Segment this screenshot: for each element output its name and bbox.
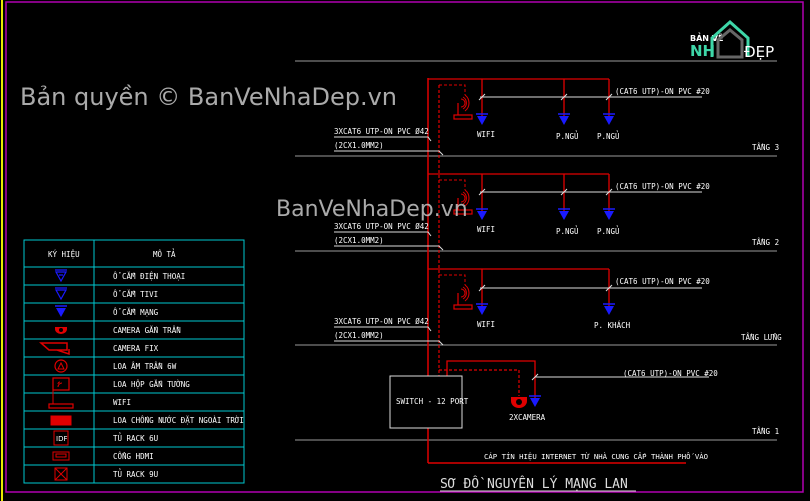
legend-row-label: Ổ CẮM TIVI: [113, 290, 158, 299]
idf-icon: IDF: [53, 430, 69, 446]
legend-header-symbol: KÝ HIỆU: [48, 250, 80, 259]
legend-row-label: TỦ RACK 6U: [113, 434, 158, 443]
cable-label: (CAT6 UTP)-ON PVC #20: [615, 182, 710, 191]
cable-label: (CAT6 UTP)-ON PVC #20: [615, 277, 710, 286]
camera-label: 2XCAMERA: [509, 413, 546, 422]
network-outlet-icon: [55, 305, 67, 317]
floor-tang-lung: WIFI P. KHÁCH (CAT6 UTP)-ON PVC #20 3XCA…: [334, 268, 782, 346]
riser-label: 3XCAT6 UTP-ON PVC Ø42: [334, 127, 429, 136]
wifi-router-icon: [48, 388, 74, 409]
phone-outlet-icon: [54, 269, 68, 283]
legend-row-label: TỦ RACK 9U: [113, 470, 158, 479]
outlet-label: P.NGỦ: [556, 132, 579, 141]
power-label: (2CX1.0MM2): [334, 331, 384, 340]
outlet-label: P.NGỦ: [597, 132, 620, 141]
legend-row-label: CAMERA FIX: [113, 344, 159, 353]
legend-row-label: LOA CHỐNG NƯỚC ĐẶT NGOÀI TRỜI: [113, 416, 244, 425]
power-label: (2CX1.0MM2): [334, 236, 384, 245]
power-label: (2CX1.0MM2): [334, 141, 384, 150]
page-title: SƠ ĐỒ NGUYÊN LÝ MẠNG LAN: [440, 476, 628, 492]
legend-header-desc: MÔ TẢ: [153, 250, 176, 259]
wifi-router-icon: [453, 284, 473, 310]
riser-label: 3XCAT6 UTP-ON PVC Ø42: [334, 317, 429, 326]
fixed-camera-icon: [39, 342, 70, 356]
floor-tang-1: SWITCH - 12 PORT 2XCAMERA (CAT6 UTP)-ON …: [389, 360, 779, 461]
floor-name: TẦNG 2: [752, 238, 779, 247]
internet-label: CÁP TÍN HIỆU INTERNET TỪ NHÀ CUNG CẤP TH…: [484, 452, 708, 461]
switch-box: [389, 375, 463, 429]
hdmi-port-icon: [52, 451, 70, 461]
floor-tang-2: WIFI P.NGỦ P.NGỦ (CAT6 UTP)-ON PVC #20 3…: [334, 173, 779, 251]
riser-label: 3XCAT6 UTP-ON PVC Ø42: [334, 222, 429, 231]
legend-table: Ổ CẮM ĐIỆN THOẠI Ổ CẮM TIVI Ổ CẮM MẠNG CAME…: [23, 239, 245, 484]
legend-row-label: Ổ CẮM MẠNG: [113, 308, 159, 317]
watermark-center: BanVeNhaDep.vn: [276, 197, 468, 222]
wall-speaker-icon: [52, 377, 70, 391]
cable-label: (CAT6 UTP)-ON PVC #20: [623, 369, 718, 378]
floor-name: TẦNG LỬNG: [741, 333, 782, 342]
cable-label: (CAT6 UTP)-ON PVC #20: [615, 87, 710, 96]
logo: BẢN VẼ NH ĐẸP: [690, 19, 774, 61]
svg-text:BẢN VẼ: BẢN VẼ: [690, 32, 723, 43]
outdoor-speaker-icon: [50, 415, 72, 426]
outlet-label: WIFI: [477, 225, 495, 234]
switch-label: SWITCH - 12 PORT: [396, 397, 469, 406]
rack-9u-icon: [54, 467, 68, 481]
legend-row-label: CAMERA GẮN TRẦN: [113, 326, 181, 335]
floor-name: TẦNG 3: [752, 143, 779, 152]
drawing-frame: [5, 1, 804, 493]
floor-lines: [295, 60, 777, 441]
legend-row-label: CỔNG HDMI: [113, 452, 154, 461]
watermark-bottom: Bản quyền © BanVeNhaDep.vn: [20, 83, 397, 111]
outlet-label: P. KHÁCH: [594, 321, 631, 330]
legend-row-label: LOA ÂM TRẦN 6W: [113, 362, 177, 371]
outlet-label: P.NGỦ: [556, 227, 579, 236]
outlet-label: P.NGỦ: [597, 227, 620, 236]
ceiling-camera-icon: [511, 397, 527, 408]
svg-text:IDF: IDF: [56, 435, 67, 443]
outlet-label: WIFI: [477, 130, 495, 139]
ceiling-speaker-icon: [54, 359, 68, 373]
wifi-router-icon: [453, 94, 473, 120]
legend-row-label: WIFI: [113, 398, 131, 407]
legend-row-label: Ổ CẮM ĐIỆN THOẠI: [113, 272, 185, 281]
tv-outlet-icon: [54, 287, 68, 301]
outlet-label: WIFI: [477, 320, 495, 329]
svg-text:NH: NH: [690, 42, 715, 60]
floor-name: TẦNG 1: [752, 427, 779, 436]
floor-tang-3: WIFI P.NGỦ P.NGỦ (CAT6 UTP)-ON PVC #20 3…: [334, 78, 779, 156]
legend-row-label: LOA HỘP GẮN TƯỜNG: [113, 380, 190, 389]
ceiling-camera-icon: [55, 327, 67, 334]
svg-text:ĐẸP: ĐẸP: [744, 43, 774, 61]
